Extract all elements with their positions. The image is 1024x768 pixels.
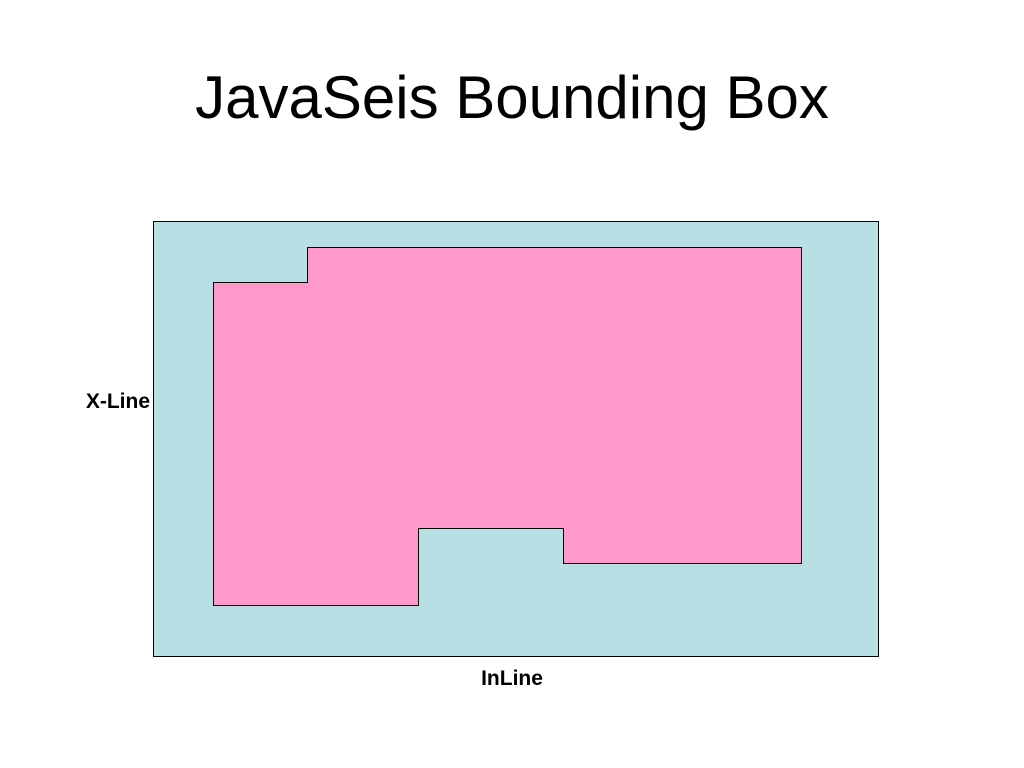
slide-title: JavaSeis Bounding Box: [195, 64, 829, 131]
x-axis-label: InLine: [481, 667, 543, 690]
y-axis-label: X-Line: [85, 390, 150, 413]
data-region-polygon: [213, 247, 802, 606]
